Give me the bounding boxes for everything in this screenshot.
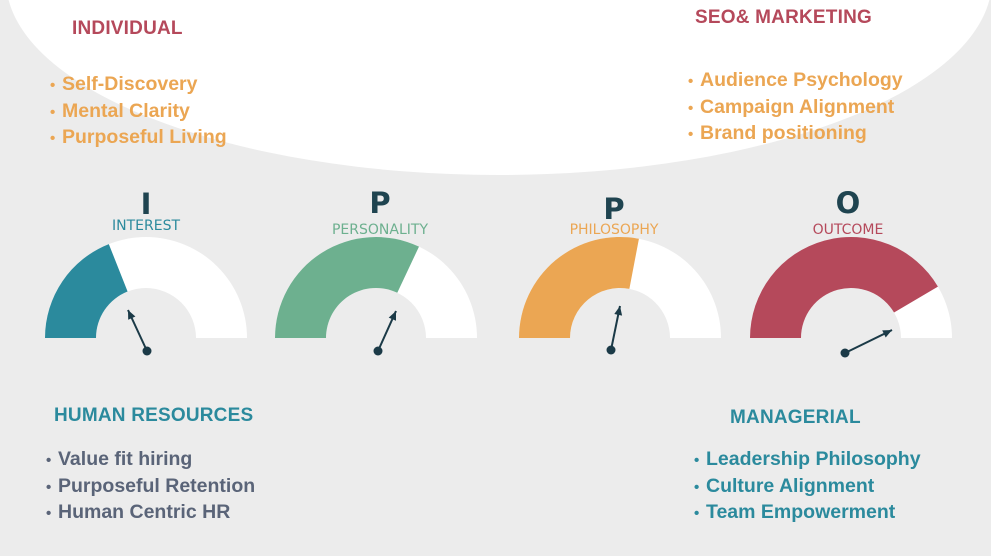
list-item: •Human Centric HR (46, 501, 231, 523)
gauge-label-interest: INTEREST (111, 218, 181, 234)
gauge-fill (750, 237, 938, 338)
gauge-letter-philosophy: P (603, 192, 625, 226)
list-item: •Purposeful Retention (46, 474, 256, 497)
managerial-list: •Leadership Philosophy •Culture Alignmen… (694, 447, 921, 527)
list-item: •Value fit hiring (46, 448, 193, 470)
list-item: •Campaign Alignment (688, 95, 895, 118)
gauge-fill (45, 244, 128, 338)
gauge-interest (45, 237, 247, 356)
list-item: •Audience Psychology (688, 69, 903, 91)
seo-marketing-list: •Audience Psychology •Campaign Alignment… (688, 68, 903, 148)
gauge-outcome (750, 237, 952, 358)
individual-title: INDIVIDUAL (72, 18, 183, 39)
needle-pivot (606, 345, 616, 355)
list-item: •Purposeful Living (50, 126, 227, 148)
list-item: •Leadership Philosophy (694, 448, 921, 470)
seo-marketing-title: SEO& MARKETING (695, 7, 872, 28)
needle-pivot (373, 346, 383, 356)
human-resources-title: HUMAN RESOURCES (54, 405, 254, 426)
gauge-fill (519, 237, 639, 338)
gauge-letter-interest: I (140, 187, 152, 221)
needle-arrowhead (882, 330, 892, 338)
gauge-fill (275, 236, 419, 338)
gauge-letter-outcome: O (835, 186, 861, 220)
list-item: •Mental Clarity (50, 99, 190, 122)
list-item: •Brand positioning (688, 122, 867, 144)
individual-list: •Self-Discovery •Mental Clarity •Purpose… (50, 72, 227, 152)
list-item: •Self-Discovery (50, 73, 198, 95)
gauge-label-personality: PERSONALITY (331, 222, 429, 238)
gauge-philosophy (519, 237, 721, 355)
gauge-label-philosophy: PHILOSOPHY (569, 222, 659, 238)
needle-arrowhead (614, 306, 623, 316)
gauge-letter-personality: P (369, 186, 391, 220)
list-item: •Culture Alignment (694, 474, 875, 497)
gauge-label-outcome: OUTCOME (812, 222, 884, 238)
needle-pivot (142, 346, 152, 356)
gauge-personality (275, 236, 477, 356)
managerial-title: MANAGERIAL (730, 407, 861, 428)
list-item: •Team Empowerment (694, 501, 896, 523)
needle-arrowhead (128, 310, 136, 320)
needle-arrowhead (388, 311, 396, 321)
needle-pivot (840, 348, 850, 358)
human-resources-list: •Value fit hiring •Purposeful Retention … (46, 447, 255, 527)
